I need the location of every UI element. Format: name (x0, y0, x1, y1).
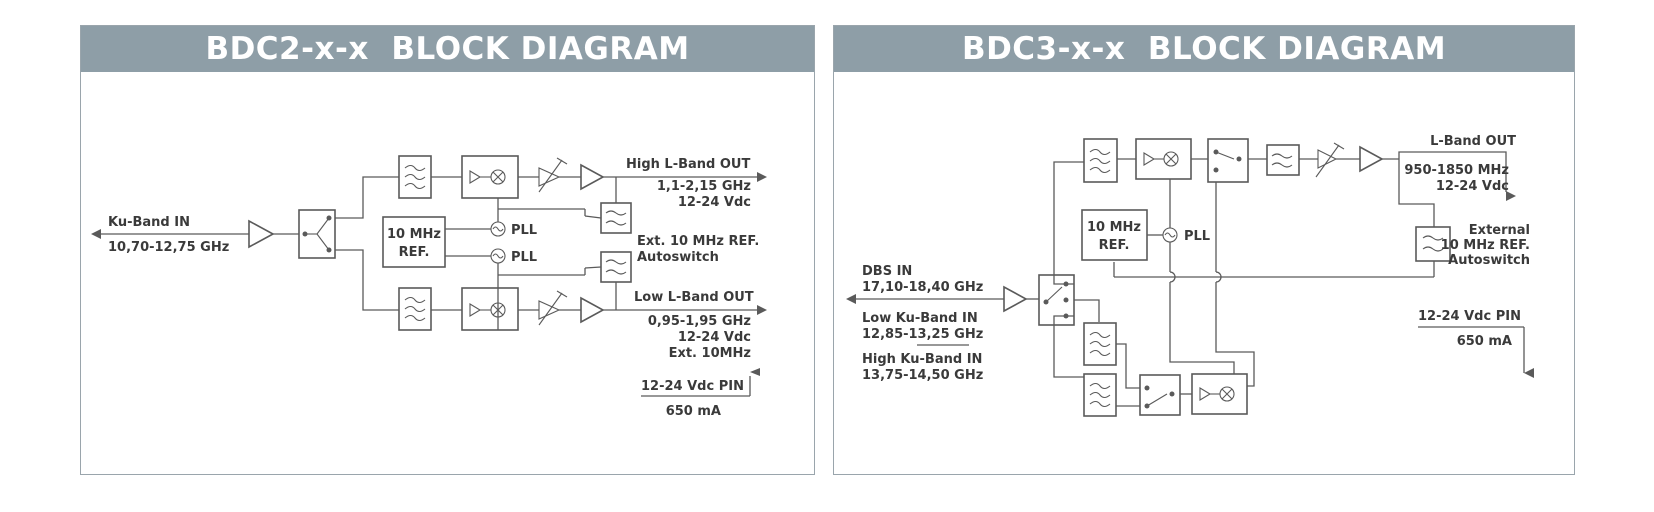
bdc3-ext-line2: 10 MHz REF. (1441, 238, 1530, 253)
bdc3-dbs-strong: IN (897, 264, 913, 279)
bdc3-highku-label: High Ku-Band (862, 352, 962, 367)
bdc2-low-out-label: Low L-Band (634, 290, 719, 305)
bdc2-pll1: PLL (511, 223, 537, 238)
bdc3-out-label: L-Band (1430, 134, 1481, 149)
bdc3-lowku-freq: 12,85-13,25 GHz (862, 327, 983, 342)
bdc3-input-switch-block (1038, 274, 1075, 326)
bdc2-pin-label: 12-24 Vdc (641, 379, 714, 394)
bdc2-ref-line1: 10 MHz (387, 227, 441, 242)
bdc3-highku-freq: 13,75-14,50 GHz (862, 368, 983, 383)
bdc2-pll2: PLL (511, 250, 537, 265)
bdc3-ext-ref-filter-icon (1415, 226, 1451, 262)
high-attenuator-icon (538, 167, 561, 187)
svg-text:Low Ku-Band IN: Low Ku-Band IN (862, 311, 978, 326)
bdc3-lowku-strong: IN (962, 311, 978, 326)
bdc3-ext-line1: External (1469, 223, 1530, 238)
bdc3-pin-current: 650 mA (1457, 334, 1512, 349)
bdc2-input-freq: 10,70-12,75 GHz (108, 240, 229, 255)
low-amplifier-icon (580, 296, 605, 324)
bdc2-high-out-volt: 12-24 Vdc (678, 195, 751, 210)
bdc2-low-out-ext: Ext. 10MHz (669, 346, 751, 361)
bdc3-pin-strong: PIN (1496, 309, 1521, 324)
bdc3-title: BDC3-x-x BLOCK DIAGRAM (834, 26, 1574, 72)
bdc3-ref-line2: REF. (1099, 238, 1130, 253)
bdc3-ref-line1: 10 MHz (1087, 220, 1141, 235)
input-amplifier-icon (248, 219, 275, 249)
bdc2-low-out-freq: 0,95-1,95 GHz (648, 314, 751, 329)
svg-text:12-24 Vdc PIN: 12-24 Vdc PIN (641, 379, 744, 394)
svg-text:12-24 Vdc PIN: 12-24 Vdc PIN (1418, 309, 1521, 324)
bdc2-low-out-volt: 12-24 Vdc (678, 330, 751, 345)
bdc3-out-strong: OUT (1486, 134, 1517, 149)
high-amplifier-icon (580, 163, 605, 191)
bdc3-input-amplifier-icon (1003, 285, 1028, 313)
ext-ref-filter-bottom-icon (600, 251, 632, 283)
bdc2-ext-ref-line2: Autoswitch (637, 250, 719, 265)
bdc2-ext-ref-line1: Ext. 10 MHz REF. (637, 234, 759, 249)
input-arrow-icon (91, 229, 101, 239)
bdc3-out-freq: 950-1850 MHz (1404, 163, 1509, 178)
ext-ref-filter-top-icon (600, 202, 632, 234)
bdc2-low-out-strong: OUT (723, 290, 754, 305)
bdc3-ref-oscillator-block (1081, 209, 1148, 261)
bdc2-ref-line2: REF. (399, 245, 430, 260)
bdc3-panel: BDC3-x-x BLOCK DIAGRAM DBS IN 17,10-18,4… (833, 25, 1575, 475)
bdc3-out-volt: 12-24 Vdc (1436, 179, 1509, 194)
bdc2-ref-oscillator-block (382, 216, 446, 268)
bdc3-top-filter-icon (1083, 138, 1118, 183)
low-mixer-block (461, 287, 519, 331)
bdc3-pll: PLL (1184, 229, 1210, 244)
bdc3-output-amplifier-icon (1359, 145, 1384, 173)
bdc2-diagram: Ku-Band IN 10,70-12,75 GHz High L-Band O… (91, 155, 767, 419)
low-attenuator-icon (538, 300, 561, 320)
bdc2-panel: BDC2-x-x BLOCK DIAGRAM Ku-Band IN 10,70-… (80, 25, 815, 475)
bdc3-attenuator-icon (1317, 149, 1338, 169)
bdc2-pin-current: 650 mA (666, 404, 721, 419)
bdc2-high-out-strong: OUT (720, 157, 751, 172)
svg-text:Low L-Band OUT: Low L-Band OUT (634, 290, 754, 305)
svg-text:High Ku-Band IN: High Ku-Band IN (862, 352, 982, 367)
bdc2-title: BDC2-x-x BLOCK DIAGRAM (81, 26, 814, 72)
bdc3-lowpass-filter-icon (1266, 144, 1300, 176)
dbs-input-arrow-icon (846, 294, 856, 304)
bdc2-input-label: Ku-Band (108, 215, 170, 230)
bdc3-output-switch-block (1207, 138, 1249, 183)
svg-text:Ku-Band IN: Ku-Band IN (108, 215, 190, 230)
bdc2-high-out-freq: 1,1-2,15 GHz (657, 179, 751, 194)
bdc3-ext-line3: Autoswitch (1448, 253, 1530, 268)
bdc3-dbs-label: DBS (862, 264, 892, 279)
bdc2-input-strong: IN (174, 215, 190, 230)
high-mixer-icon (490, 169, 506, 185)
bdc3-lowku-label: Low Ku-Band (862, 311, 958, 326)
bdc3-pin-label: 12-24 Vdc (1418, 309, 1491, 324)
bdc3-diagram: DBS IN 17,10-18,40 GHz Low Ku-Band IN 12… (846, 134, 1534, 417)
svg-text:L-Band OUT: L-Band OUT (1430, 134, 1516, 149)
bdc3-dbs-freq: 17,10-18,40 GHz (862, 280, 983, 295)
bdc2-pin-strong: PIN (719, 379, 744, 394)
bdc2-high-out-label: High L-Band (626, 157, 715, 172)
svg-text:High L-Band OUT: High L-Band OUT (626, 157, 750, 172)
svg-text:DBS IN: DBS IN (862, 264, 912, 279)
bdc3-highku-strong: IN (967, 352, 983, 367)
